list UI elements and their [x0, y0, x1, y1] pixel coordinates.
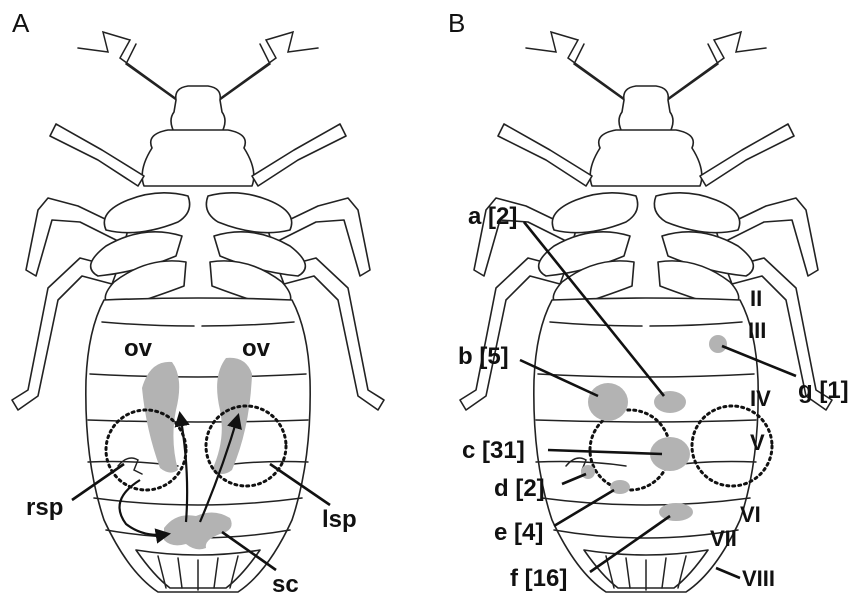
panel-label-a: A — [12, 8, 30, 38]
segment-VIII: VIII — [742, 566, 775, 591]
label-spot-e: e [4] — [494, 519, 543, 546]
segment-V: V — [750, 430, 765, 455]
segment-VII: VII — [710, 526, 737, 551]
panel-a: ov ov rsp lsp sc — [12, 32, 384, 598]
label-spot-d: d [2] — [494, 475, 545, 502]
spot-a — [654, 391, 686, 413]
label-ov-right: ov — [242, 335, 271, 362]
label-spot-a: a [2] — [468, 203, 517, 230]
spot-b — [588, 383, 628, 421]
panel-label-b: B — [448, 8, 465, 38]
spot-d — [581, 465, 595, 479]
leader-VIII — [716, 568, 740, 578]
label-spot-f: f [16] — [510, 565, 567, 592]
spot-g — [709, 335, 727, 353]
panel-b: a [2] b [5] c [31] d [2] e [4] f [16] g … — [458, 32, 849, 592]
bedbug-outline-b — [460, 32, 832, 592]
spot-f — [659, 503, 693, 521]
segment-IV: IV — [750, 386, 771, 411]
label-spot-c: c [31] — [462, 437, 525, 464]
segment-II: II — [750, 286, 762, 311]
label-rsp: rsp — [26, 494, 63, 521]
segment-VI: VI — [740, 502, 761, 527]
label-lsp: lsp — [322, 506, 357, 533]
label-ov-left: ov — [124, 335, 153, 362]
segment-III: III — [748, 318, 766, 343]
label-spot-b: b [5] — [458, 343, 509, 370]
label-sc: sc — [272, 571, 299, 598]
label-spot-g: g [1] — [798, 377, 849, 404]
